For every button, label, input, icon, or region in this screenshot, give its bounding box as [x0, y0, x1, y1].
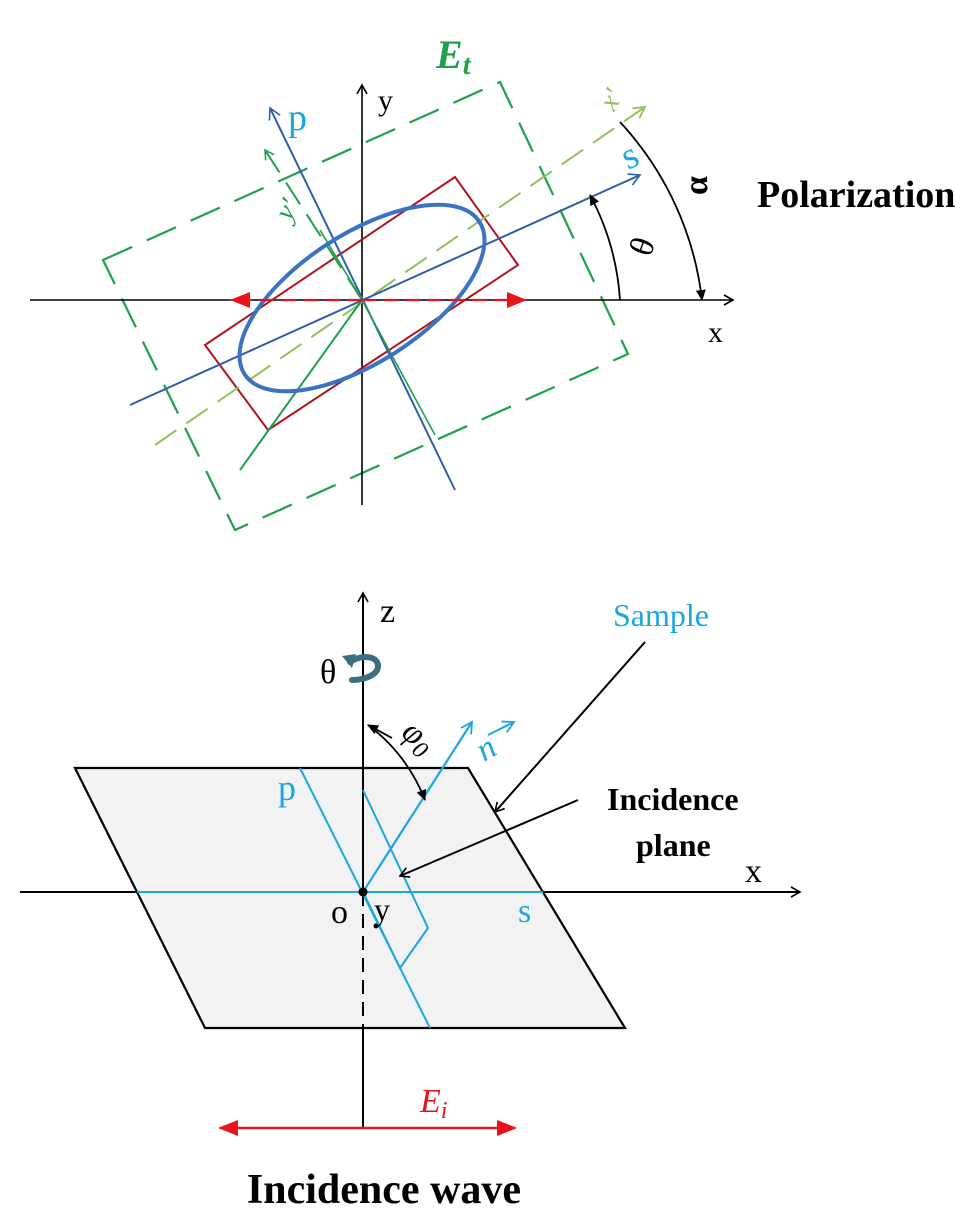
phi0-arc-start	[367, 724, 393, 739]
z-axis-label: z	[380, 593, 395, 630]
p-axis-label-bottom: p	[278, 768, 296, 808]
normal-vector	[362, 720, 474, 893]
alpha-arc	[619, 121, 706, 301]
incidence-plane-pointer	[398, 799, 579, 878]
p-axis-label: p	[288, 97, 307, 139]
polarization-label: Polarization	[757, 174, 955, 216]
y-prime-axis-upper	[264, 148, 363, 301]
green-guide-line-2	[319, 229, 363, 301]
s-axis-label-bottom: s	[518, 893, 531, 930]
alpha-label: α	[678, 176, 715, 195]
rotation-arrow-head-icon	[342, 654, 356, 668]
y-prime-axis	[239, 299, 363, 471]
y-prime-axis-label: y'	[268, 193, 306, 228]
normal-label: n	[470, 728, 503, 769]
sample-plane	[73, 766, 627, 1030]
incidence-plane-outline	[362, 789, 430, 970]
top-panel: Et y x p s x' y' θ α Polarization	[30, 32, 955, 532]
x-prime-axis-label: x'	[593, 83, 630, 116]
y-axis-dot	[373, 923, 379, 929]
polarization-ellipse	[237, 202, 487, 394]
incidence-plane-label-line1: Incidence	[607, 781, 739, 817]
incidence-plane-label-line2: plane	[636, 827, 711, 863]
polarization-rectangle	[203, 175, 520, 432]
theta-label: θ	[623, 233, 663, 261]
x-axis-label: x	[708, 316, 723, 349]
field-label-et: Et	[435, 32, 472, 81]
x-prime-axis	[154, 105, 647, 446]
sample-label: Sample	[613, 597, 709, 633]
theta-arc	[589, 194, 621, 301]
bottom-panel: z θ φ0 n Sample Incidence plane x p s o …	[20, 591, 802, 1213]
sample-pointer	[493, 641, 646, 814]
normal-vector-accent	[487, 720, 516, 736]
s-axis	[129, 173, 642, 406]
y-axis-label: y	[378, 84, 393, 117]
incidence-wave-caption: Incidence wave	[247, 1167, 521, 1213]
s-axis-label: s	[614, 134, 645, 178]
origin-dot	[358, 887, 368, 897]
incident-field-label: Ei	[419, 1083, 447, 1124]
green-guide-line	[361, 299, 436, 436]
rotation-arrow-icon	[347, 654, 382, 683]
y-axis-label-bottom: y	[374, 891, 390, 927]
field-region-dashed-rect	[101, 80, 630, 532]
x-axis-label-bottom: x	[745, 853, 762, 890]
rotation-theta-label: θ	[320, 654, 336, 691]
origin-label: o	[331, 894, 348, 931]
